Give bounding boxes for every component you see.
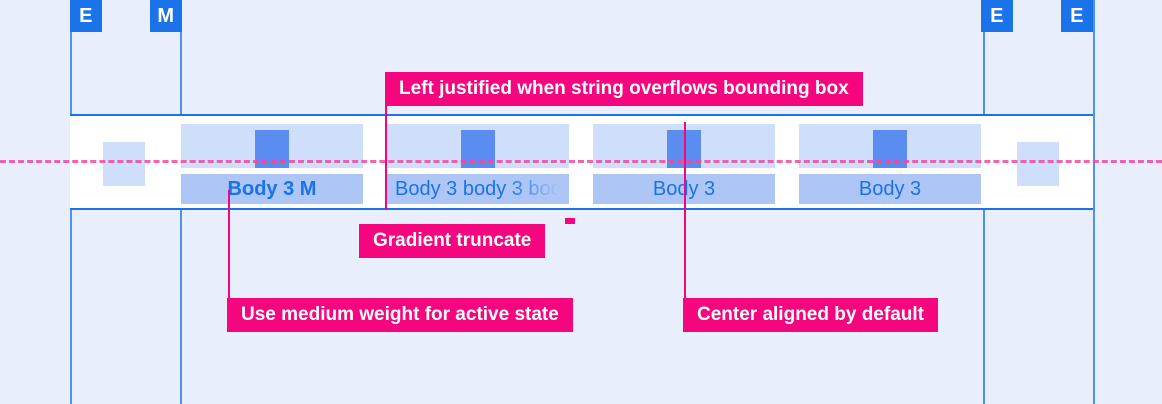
tab-label-band: Body 3: [799, 174, 981, 204]
spacing-chip-e-left: E: [70, 0, 102, 32]
vertical-center-guideline: [0, 160, 1162, 163]
annotation-medium-weight: Use medium weight for active state: [227, 298, 573, 332]
annotation-center-aligned: Center aligned by default: [683, 298, 938, 332]
left-endcap-placeholder: [103, 142, 145, 186]
tab-label: Body 3: [858, 178, 922, 200]
tab-label: Body 3: [652, 178, 716, 200]
right-endcap-placeholder: [1017, 142, 1059, 186]
measurement-guide: [1093, 0, 1095, 404]
annotation-overflow: Left justified when string overflows bou…: [385, 72, 863, 106]
tab-item-active[interactable]: Body 3 M: [181, 124, 363, 204]
spacing-chip-e-right: E: [1061, 0, 1093, 32]
spacing-chip-e-mid: E: [981, 0, 1013, 32]
annotation-leader-medium-weight: [228, 190, 230, 300]
annotation-leader-center-aligned: [684, 122, 686, 300]
tab-label-band: Body 3 M: [181, 174, 363, 204]
tab-label: Body 3 M: [227, 178, 317, 200]
tab-item-default-2[interactable]: Body 3: [799, 124, 981, 204]
spacing-chip-m: M: [150, 0, 182, 32]
tab-label: Body 3 body 3 body 3: [395, 178, 569, 200]
tab-label-band: Body 3 body 3 body 3: [387, 174, 569, 204]
annotation-leader-overflow: [385, 106, 387, 210]
annotation-gradient-truncate: Gradient truncate: [359, 224, 546, 258]
annotation-notch-gradient: [565, 218, 575, 224]
tab-item-overflow[interactable]: Body 3 body 3 body 3: [387, 124, 569, 204]
